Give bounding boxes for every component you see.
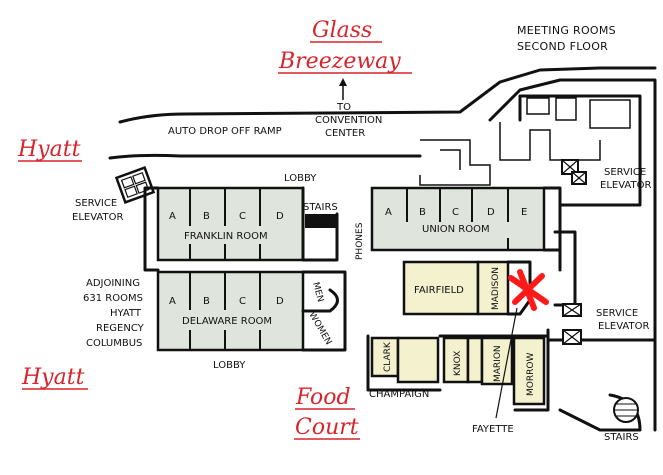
stair-block xyxy=(526,97,550,115)
hyatt-bottom-label: Hyatt xyxy=(21,365,85,390)
franklin-section-a: A xyxy=(169,211,176,222)
men-label: MEN xyxy=(310,281,325,303)
fayette-label: FAYETTE xyxy=(472,424,514,435)
restroom-outline xyxy=(301,270,347,352)
glass-breezeway-line2: Breezeway xyxy=(278,49,401,74)
champaign-room[interactable] xyxy=(396,336,440,384)
adjoining-line-5: COLUMBUS xyxy=(86,338,142,349)
food-court-line1: Food xyxy=(295,385,351,410)
fayette-pointer-line xyxy=(495,307,518,419)
delaware-room-name: DELAWARE ROOM xyxy=(182,316,272,327)
west-wall xyxy=(143,186,160,272)
marion-label: MARION xyxy=(493,345,503,382)
service-elevator-right-top-1: SERVICE xyxy=(604,167,646,178)
champaign-label: CHAMPAIGN xyxy=(369,389,429,400)
east-corridor xyxy=(499,122,601,161)
stair-block xyxy=(555,97,577,121)
corridor-block xyxy=(589,99,631,129)
union-section-c: C xyxy=(452,207,459,218)
delaware-section-d: D xyxy=(276,296,284,307)
union-room[interactable] xyxy=(370,186,546,252)
franklin-room[interactable] xyxy=(156,186,305,262)
stairs-icon xyxy=(305,214,337,228)
franklin-section-b: B xyxy=(203,211,210,222)
connector-walls xyxy=(419,139,491,186)
madison-room[interactable] xyxy=(476,260,510,316)
lobby-bottom-label: LOBBY xyxy=(213,360,246,371)
east-building-outline xyxy=(488,78,657,432)
morrow-label: MORROW xyxy=(526,353,536,396)
clark-room[interactable] xyxy=(370,336,400,378)
union-section-e: E xyxy=(521,207,527,218)
food-court-outline xyxy=(366,328,550,412)
franklin-section-c: C xyxy=(239,211,246,222)
union-section-b: B xyxy=(419,207,426,218)
fairfield-label: FAIRFIELD xyxy=(414,285,464,296)
hyatt-top-label: Hyatt xyxy=(17,137,81,162)
delaware-section-b: B xyxy=(203,296,210,307)
delaware-section-c: C xyxy=(239,296,246,307)
adjoining-line-4: REGENCY xyxy=(96,323,145,334)
franklin-section-d: D xyxy=(276,211,284,222)
delaware-section-a: A xyxy=(169,296,176,307)
food-court-line2: Court xyxy=(295,415,359,440)
service-elevator-right-mid-1: SERVICE xyxy=(596,308,638,319)
meeting-rooms-heading-2: SECOND FLOOR xyxy=(517,40,608,53)
union-section-d: D xyxy=(487,207,495,218)
adjoining-line-3: HYATT xyxy=(110,308,142,319)
fairfield-room[interactable] xyxy=(402,260,480,316)
madison-label: MADISON xyxy=(491,267,501,310)
clark-label: CLARK xyxy=(383,341,393,372)
service-elevator-right-top-2: ELEVATOR xyxy=(600,180,651,191)
service-elevator-right-mid-2: ELEVATOR xyxy=(598,321,649,332)
lobby-wall xyxy=(301,186,339,262)
lobby-top-label: LOBBY xyxy=(284,173,317,184)
union-room-name: UNION ROOM xyxy=(422,224,490,235)
auto-drop-off-ramp-label: AUTO DROP OFF RAMP xyxy=(168,126,282,137)
stairs-left-label: STAIRS xyxy=(303,202,338,213)
glass-breezeway-line1: Glass xyxy=(312,18,372,43)
elevator-icon xyxy=(561,159,587,185)
union-section-a: A xyxy=(385,207,392,218)
adjoining-line-1: ADJOINING xyxy=(86,278,140,289)
service-elevator-left-2: ELEVATOR xyxy=(72,212,123,223)
women-label: WOMEN xyxy=(306,311,333,347)
delaware-room[interactable] xyxy=(156,270,305,352)
adjoining-line-2: 631 ROOMS xyxy=(83,293,143,304)
up-arrow-icon xyxy=(339,78,347,100)
stairs-bottom-label: STAIRS xyxy=(604,432,639,443)
auto-ramp-upper-wall xyxy=(118,66,657,124)
to-convention-center-2: CONVENTION xyxy=(315,115,382,126)
auto-ramp-lower-wall xyxy=(108,153,382,160)
morrow-room[interactable] xyxy=(512,336,546,406)
phones-label: PHONES xyxy=(355,222,365,260)
to-convention-center-3: CENTER xyxy=(325,128,365,139)
knox-label: KNOX xyxy=(453,351,463,376)
elevator-icon xyxy=(114,166,156,204)
elevator-icon xyxy=(562,303,582,345)
meeting-rooms-heading-1: MEETING ROOMS xyxy=(517,24,616,37)
union-east-wall xyxy=(542,186,562,272)
red-x-marker-icon xyxy=(508,269,549,311)
to-convention-center-1: TO xyxy=(336,102,351,113)
fayette-room[interactable] xyxy=(466,336,484,384)
franklin-room-name: FRANKLIN ROOM xyxy=(184,231,268,242)
service-elevator-left-1: SERVICE xyxy=(75,198,117,209)
